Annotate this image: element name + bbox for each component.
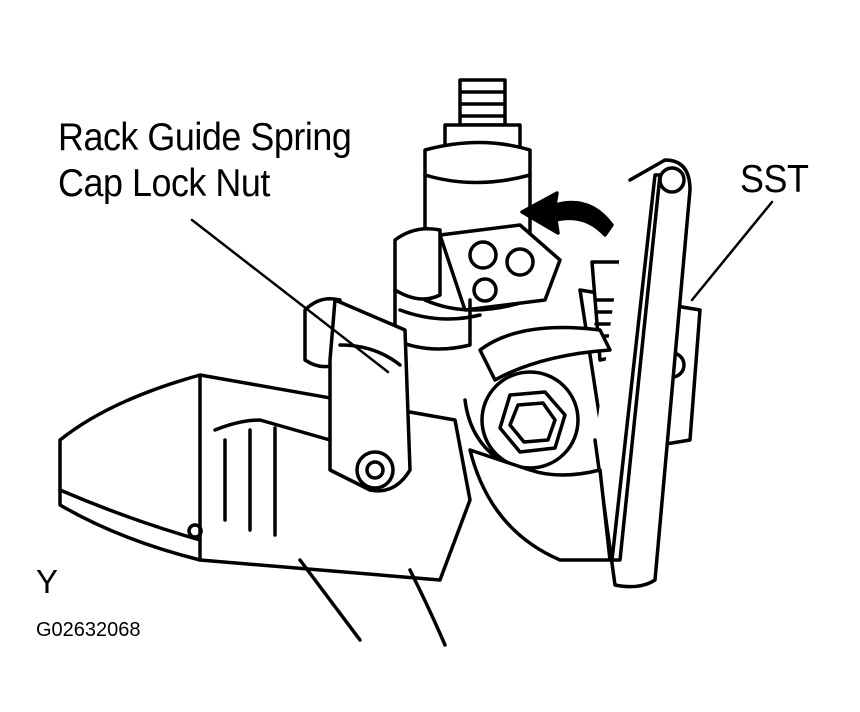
lock-nut bbox=[463, 370, 580, 470]
view-letter: Y bbox=[36, 563, 58, 600]
leader-rack-guide bbox=[190, 218, 390, 374]
callout-line-1: Rack Guide Spring bbox=[58, 116, 352, 159]
figure-code: G02632068 bbox=[36, 619, 141, 641]
callout-sst: SST bbox=[740, 158, 809, 201]
leader-lines bbox=[190, 200, 774, 374]
sst-wrench bbox=[468, 158, 702, 589]
callout-rack-guide-spring-cap-lock-nut: Rack Guide Spring Cap Lock Nut bbox=[58, 116, 352, 210]
curved-arrow-left-icon bbox=[520, 191, 614, 237]
valve-housing bbox=[393, 78, 562, 351]
leader-sst bbox=[690, 200, 774, 302]
callout-line-2: Cap Lock Nut bbox=[58, 162, 270, 205]
